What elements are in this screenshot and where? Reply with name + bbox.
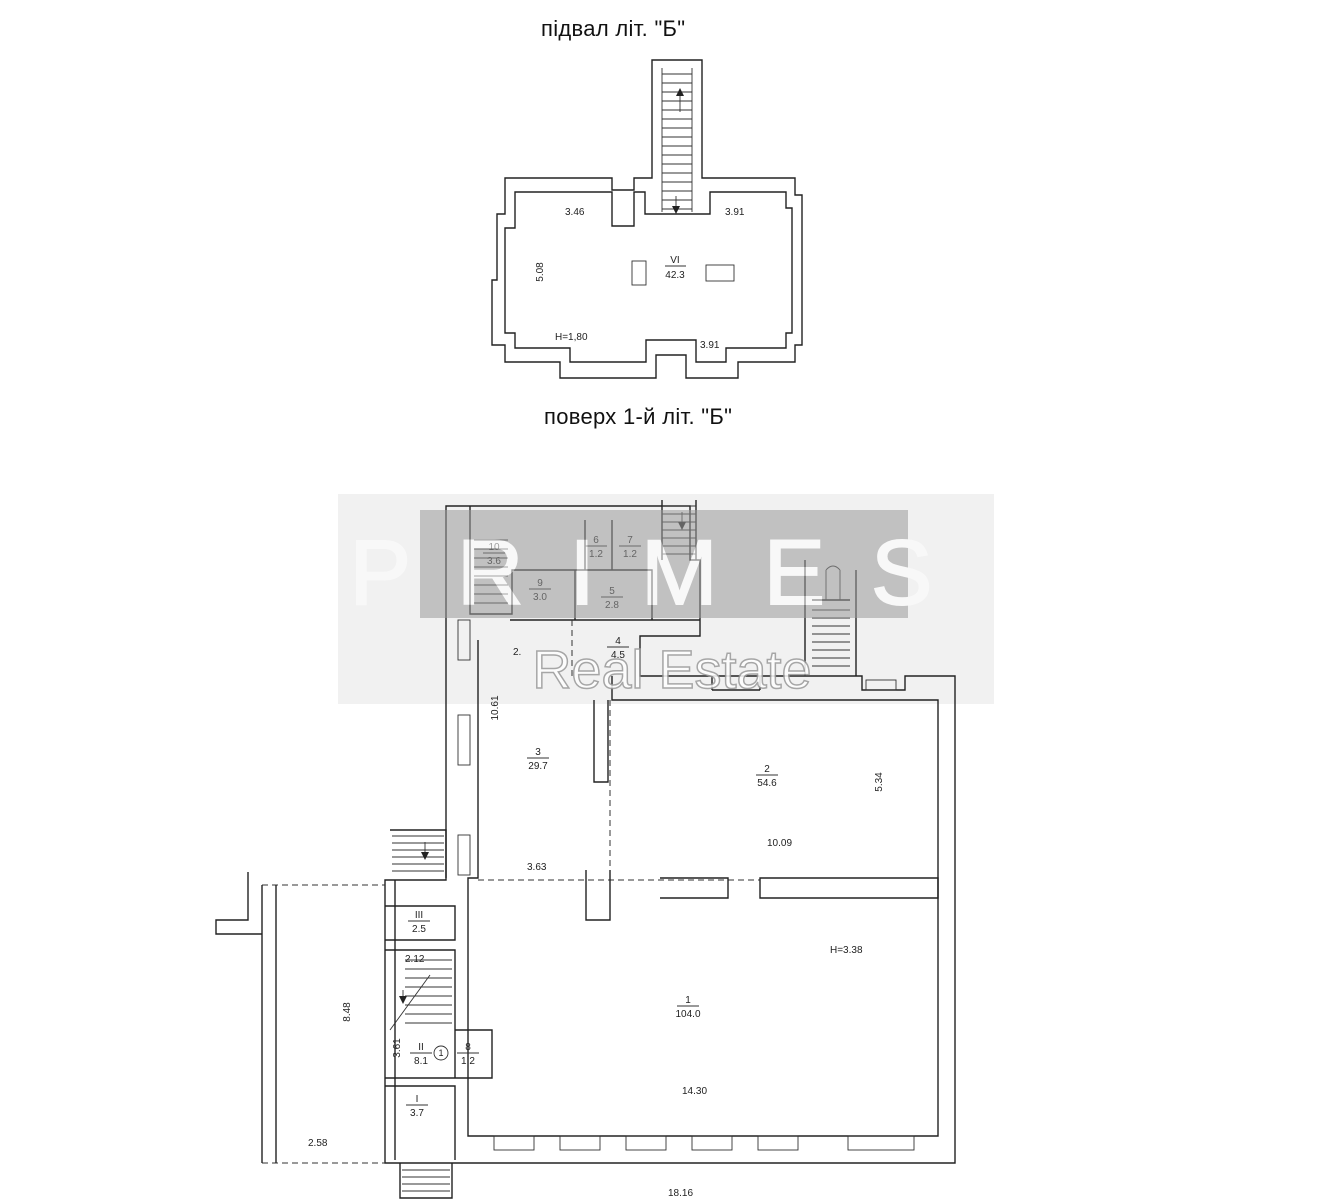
basement-title: підвал літ. "Б" [541, 16, 686, 41]
marker-circle-icon [433, 1045, 449, 1061]
window [625, 1135, 667, 1151]
room-number-partial: 2. [513, 647, 521, 658]
room-area: 8.1 [414, 1056, 428, 1067]
room-area: 104.0 [675, 1009, 700, 1020]
room-area: 2.5 [412, 924, 426, 935]
marker-label: 1 [438, 1048, 443, 1058]
left-annex-wall [215, 872, 277, 1163]
window-bay [711, 676, 761, 691]
first-floor-title: поверх 1-й літ. "Б" [544, 404, 733, 429]
dimension-label: 10.61 [490, 695, 501, 720]
room-number: III [415, 910, 423, 921]
basement-pillar [705, 264, 735, 282]
inner-stair-treads [405, 959, 452, 1024]
room-label: 44.5 [607, 636, 629, 661]
window [757, 1135, 799, 1151]
room-area: 1.2 [461, 1056, 475, 1067]
dimension-label: 3.63 [527, 862, 547, 873]
window [457, 834, 471, 876]
room-label: III 2.5 [408, 910, 430, 935]
room-label: I 3.7 [406, 1094, 428, 1119]
window [865, 679, 897, 691]
inner-wall [467, 640, 939, 1137]
entrance-stair-treads [392, 835, 444, 872]
inner-partition [585, 700, 939, 921]
room-number: VI [670, 255, 679, 266]
room-label: 254.6 [756, 764, 778, 789]
basement-pillar [631, 260, 647, 286]
bottom-entrance-steps [399, 1163, 453, 1199]
room-number: I [416, 1094, 419, 1105]
room-area: 54.6 [757, 778, 777, 789]
dimension-label: 14.30 [682, 1086, 707, 1097]
left-service-rooms [385, 829, 493, 1160]
first-floor-plan: 1 1104.0254.6329.744.552.861.271.281.293… [215, 494, 994, 1199]
basement-outer-wall [491, 59, 803, 379]
room-area: 3.7 [410, 1108, 424, 1119]
bottom-steps-treads [402, 1169, 450, 1192]
room-number: 1 [685, 995, 691, 1006]
stair-arrow-down-icon [672, 196, 680, 214]
dimension-label: 3.61 [392, 1038, 403, 1058]
window [457, 619, 471, 661]
room-number: 8 [465, 1042, 471, 1053]
dimension-label: 2.58 [308, 1138, 328, 1149]
dimension-label: 18.16 [668, 1188, 693, 1199]
dimension-label: 3.46 [565, 207, 585, 218]
dimension-label: 2.12 [405, 954, 425, 965]
ceiling-height-label: H=3.38 [830, 945, 863, 956]
basement-stair [661, 68, 693, 212]
dimension-label: 3.91 [725, 207, 745, 218]
window [457, 714, 471, 766]
ceiling-height-label: H=1,80 [555, 332, 588, 343]
watermark-subtitle: Real Estate [532, 640, 811, 700]
room-number: II [418, 1042, 424, 1053]
basement-inner-wall [504, 191, 793, 363]
dimension-label: 3.91 [700, 340, 720, 351]
room-number: 4 [615, 636, 621, 647]
dimension-label: 10.09 [767, 838, 792, 849]
window [493, 1135, 535, 1151]
window [847, 1135, 915, 1151]
room-area: 29.7 [528, 761, 548, 772]
dimension-label: 8.48 [342, 1002, 353, 1022]
room-label: 81.2 [457, 1042, 479, 1067]
window [559, 1135, 601, 1151]
room-label: II 8.1 [410, 1042, 432, 1067]
dimension-label: 5.08 [535, 262, 546, 282]
room-area: 4.5 [611, 650, 625, 661]
window-row [493, 1135, 915, 1151]
room-label: 1 104.0 [675, 995, 700, 1020]
window [691, 1135, 733, 1151]
stair-arrow-down-icon [421, 842, 429, 860]
basement-stair-treads [662, 73, 692, 210]
watermark-logo: PRIMES [349, 510, 979, 625]
room-label: 329.7 [527, 747, 549, 772]
stair-arrow-down-icon [399, 990, 407, 1004]
stair-arrow-up-icon [676, 88, 684, 112]
room-number: 3 [535, 747, 541, 758]
inner-stair-diagonal [389, 974, 431, 1031]
basement-plan: VI 42.3 3.46 3.91 5.08 H=1,80 3.91 [491, 59, 803, 379]
room-number: 2 [764, 764, 770, 775]
dimension-label: 5.34 [874, 772, 885, 792]
watermark-brand: PRIMES [350, 522, 979, 624]
room-area: 42.3 [665, 270, 685, 281]
